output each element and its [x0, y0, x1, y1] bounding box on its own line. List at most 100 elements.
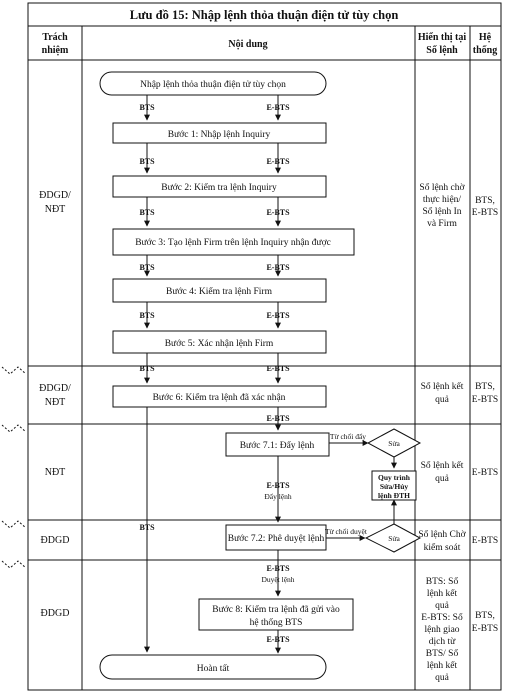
step-1: Bước 1: Nhập lệnh Inquiry [112, 122, 327, 144]
label-bts-1: BTS [139, 103, 155, 112]
header-display-line1: Hiển thị tại [418, 32, 467, 43]
step-4: Bước 4: Kiểm tra lệnh Firm [112, 278, 327, 303]
label-ebts-9: E-BTS [266, 564, 290, 573]
step-2: Bước 2: Kiểm tra lệnh Inquiry [112, 175, 327, 198]
end-label: Hoàn tất [197, 663, 230, 674]
svg-text:quả: quả [435, 395, 450, 405]
label-ebts-10: E-BTS [266, 635, 290, 644]
label-ebts-3: E-BTS [266, 208, 290, 217]
step-8-line1: Bước 8: Kiểm tra lệnh đã gửi vào [212, 604, 340, 615]
label-bts-4: BTS [139, 263, 155, 272]
svg-text:thực hiện/: thực hiện/ [423, 195, 461, 205]
svg-text:Sổ lệnh kết: Sổ lệnh kết [421, 381, 464, 392]
label-bts-5: BTS [139, 311, 155, 320]
edit-diamond-top: Sửa [366, 428, 422, 458]
step-7-1-label: Bước 7.1: Đẩy lệnh [240, 440, 315, 451]
label-ebts-2: E-BTS [266, 157, 290, 166]
end-terminal: Hoàn tất [99, 654, 327, 680]
step-8: Bước 8: Kiểm tra lệnh đã gửi vào hệ thốn… [198, 598, 354, 631]
step-8-line2: hệ thống BTS [250, 617, 303, 628]
row1-system: BTS, E-BTS [472, 196, 498, 218]
svg-text:BTS,: BTS, [475, 382, 495, 392]
svg-text:E-BTS: E-BTS [472, 208, 498, 218]
step-7-1: Bước 7.1: Đẩy lệnh [225, 432, 330, 457]
svg-text:BTS: Sổ: BTS: Sổ [426, 576, 459, 587]
svg-text:BTS,: BTS, [475, 611, 495, 621]
row4-display: Sổ lệnh Chờ kiểm soát [418, 529, 466, 553]
label-reject-push: Từ chối đẩy [330, 432, 366, 441]
header-display: Hiển thị tại Sổ lệnh [418, 32, 467, 56]
label-ebts-5: E-BTS [266, 311, 290, 320]
edit-process-box: Quy trình Sửa/Hủy lệnh ĐTH [371, 470, 417, 501]
row2-resp-line1: ĐDGD/ [39, 383, 71, 394]
label-ebts-7: E-BTS [266, 414, 290, 423]
label-bts-7: BTS [139, 523, 155, 532]
label-ebts-6: E-BTS [266, 364, 290, 373]
step-5-label: Bước 5: Xác nhận lệnh Firm [165, 339, 274, 349]
step-4-label: Bước 4: Kiểm tra lệnh Firm [166, 286, 273, 297]
row5-resp: ĐDGD [41, 608, 70, 619]
header-system-line1: Hệ [479, 32, 492, 43]
svg-text:lệnh kết: lệnh kết [427, 588, 458, 599]
row3-resp: NĐT [45, 467, 66, 478]
svg-text:E-BTS: E-BTS [472, 624, 498, 634]
header-resp-line2: nhiệm [42, 45, 69, 56]
header-responsibility: Trách nhiệm [42, 32, 69, 56]
row5-display: BTS: Sổ lệnh kết quả E-BTS: Sổ lệnh giao… [421, 576, 463, 683]
header-system: Hệ thống [473, 32, 497, 56]
label-ebts-1: E-BTS [266, 103, 290, 112]
row1-resp-line2: NĐT [45, 204, 66, 215]
row2-display: Sổ lệnh kết quả [421, 381, 464, 405]
flow-connectors [144, 95, 397, 654]
step-3: Bước 3: Tạo lệnh Firm trên lệnh Inquiry … [112, 228, 355, 256]
row4-system: E-BTS [472, 536, 498, 546]
svg-text:kiểm soát: kiểm soát [424, 542, 461, 553]
label-ebts-8: E-BTS [266, 481, 290, 490]
edit-diamond-top-label: Sửa [388, 439, 400, 448]
step-5: Bước 5: Xác nhận lệnh Firm [112, 330, 327, 354]
svg-text:lệnh giao: lệnh giao [424, 625, 459, 635]
start-label: Nhập lệnh thỏa thuận điện tử tùy chọn [140, 80, 286, 90]
step-6-label: Bước 6: Kiểm tra lệnh đã xác nhận [153, 392, 286, 403]
step-7-2: Bước 7.2: Phê duyệt lệnh [225, 524, 327, 551]
edit-process-line2: Sửa/Hủy [380, 482, 409, 491]
row2-system: BTS, E-BTS [472, 382, 498, 405]
row3-display: Sổ lệnh kết quả [421, 460, 464, 484]
svg-text:E-BTS: Sổ: E-BTS: Sổ [421, 612, 463, 623]
row2-resp-line2: NĐT [45, 397, 66, 408]
svg-text:và Firm: và Firm [427, 219, 457, 229]
svg-text:Sổ lệnh kết: Sổ lệnh kết [421, 460, 464, 471]
svg-text:Sổ lệnh chờ: Sổ lệnh chờ [419, 182, 465, 193]
svg-text:Sổ lệnh Chờ: Sổ lệnh Chờ [418, 529, 466, 540]
header-system-line2: thống [473, 45, 497, 56]
row3-system: E-BTS [472, 468, 498, 478]
svg-text:quả: quả [435, 474, 450, 484]
label-reject-approve: Từ chối duyệt [325, 527, 368, 536]
step-2-label: Bước 2: Kiểm tra lệnh Inquiry [161, 182, 277, 193]
label-bts-3: BTS [139, 208, 155, 217]
header-display-line2: Sổ lệnh [426, 45, 458, 56]
connector-labels: BTS E-BTS BTS E-BTS BTS E-BTS BTS E-BTS … [139, 103, 367, 644]
label-approve: Duyệt lệnh [261, 575, 294, 584]
svg-text:E-BTS: E-BTS [472, 395, 498, 405]
header-resp-line1: Trách [42, 32, 68, 43]
row1-display: Sổ lệnh chờ thực hiện/ Sổ lệnh In và Fir… [419, 182, 465, 229]
table-grid [27, 2, 502, 691]
svg-text:dịch từ: dịch từ [429, 637, 456, 647]
svg-text:quả: quả [435, 673, 450, 683]
header-content: Nội dung [228, 39, 267, 50]
start-terminal: Nhập lệnh thỏa thuận điện tử tùy chọn [99, 71, 327, 96]
svg-text:quả: quả [435, 601, 450, 611]
row4-resp: ĐDGD [41, 535, 70, 546]
label-ebts-4: E-BTS [266, 263, 290, 272]
edit-process-line1: Quy trình [378, 473, 411, 482]
step-6: Bước 6: Kiểm tra lệnh đã xác nhận [112, 385, 327, 408]
row5-system: BTS, E-BTS [472, 611, 498, 634]
edit-diamond-bottom: Sửa [364, 523, 422, 553]
svg-text:lệnh kết: lệnh kết [427, 660, 458, 671]
row-break-marks [1, 366, 27, 569]
svg-text:BTS,: BTS, [475, 196, 495, 206]
label-bts-2: BTS [139, 157, 155, 166]
edit-process-line3: lệnh ĐTH [378, 491, 410, 500]
